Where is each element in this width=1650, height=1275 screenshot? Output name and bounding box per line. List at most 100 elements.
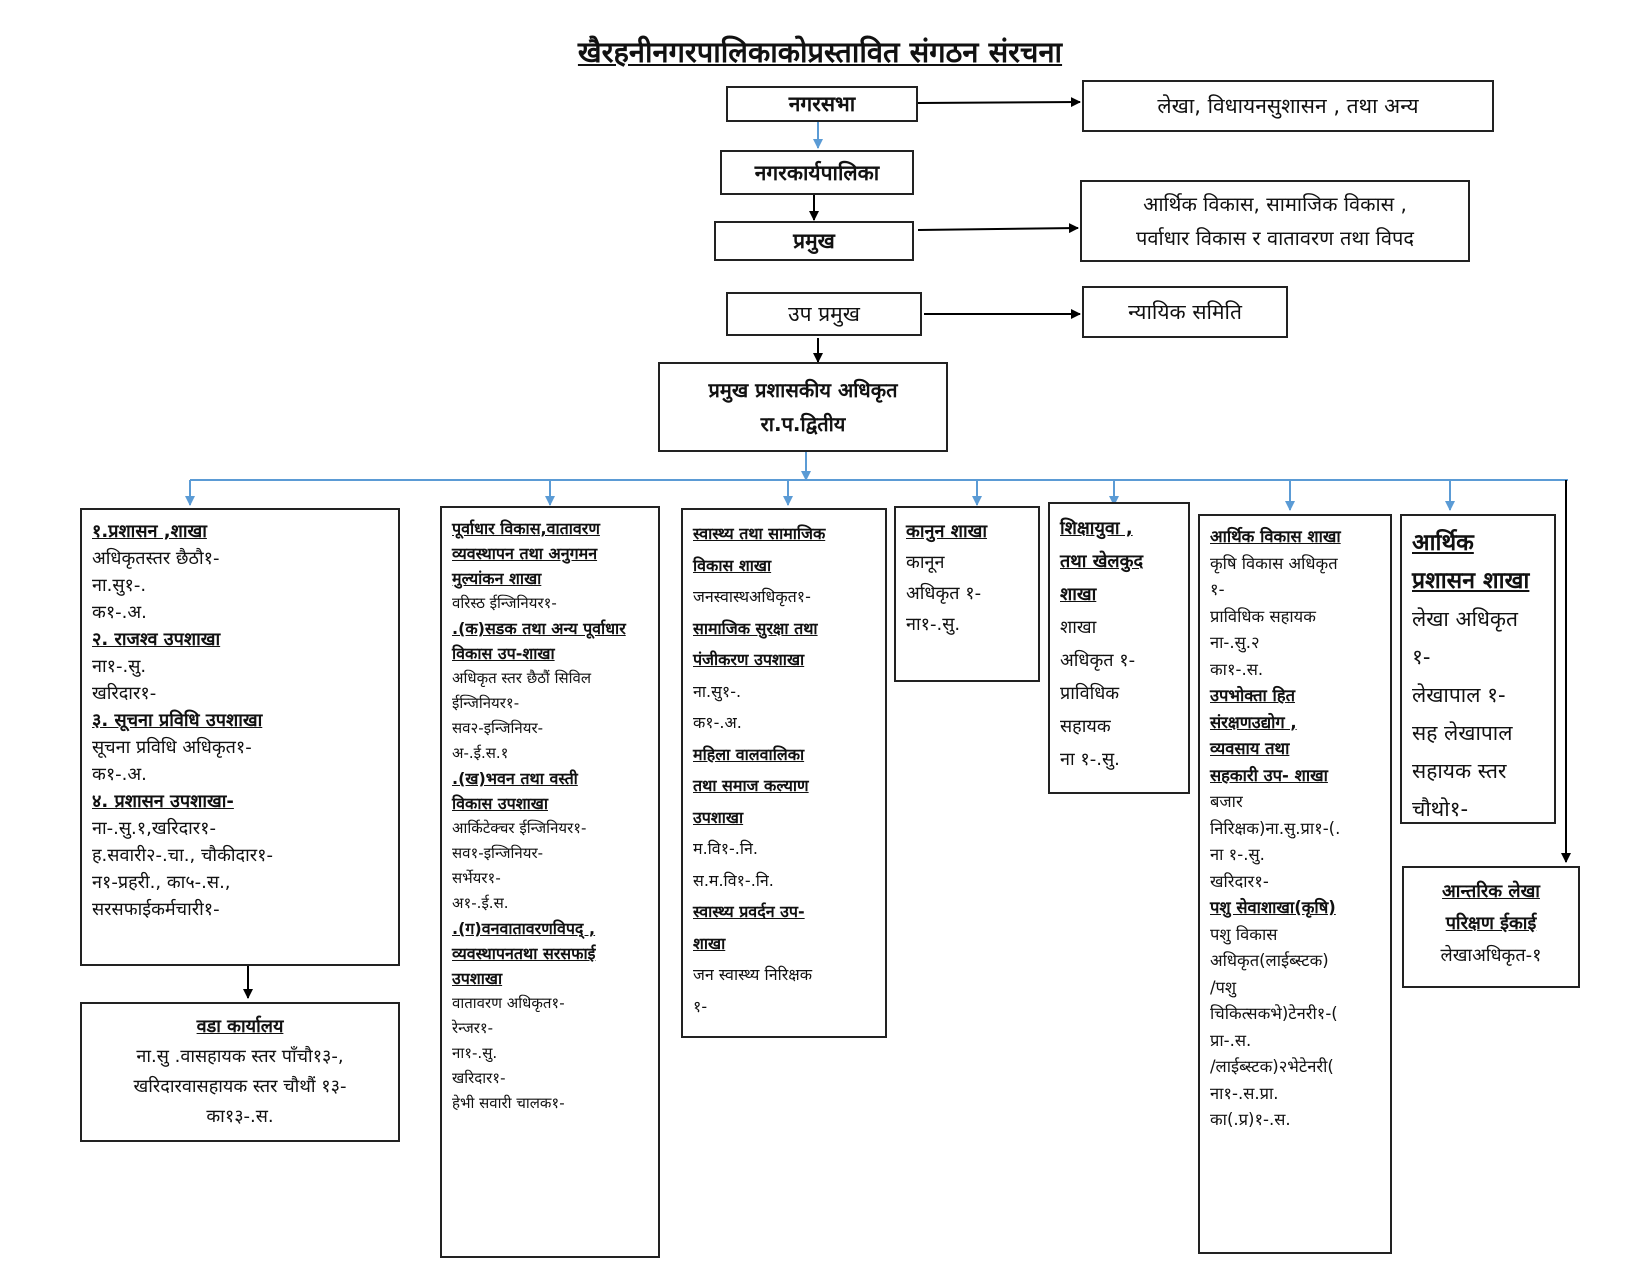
branch-line: ना.सु१-. bbox=[693, 681, 742, 701]
vikas-line-1: आर्थिक विकास, सामाजिक विकास , bbox=[1143, 192, 1407, 216]
branch-line: लेखा अधिकृत bbox=[1412, 607, 1519, 631]
branch-line: चिकित्सकभे)टेनरी१-( bbox=[1210, 1004, 1338, 1023]
branch-line: सहायक स्तर bbox=[1412, 759, 1507, 783]
branch-heading: व्यवस्थापन तथा अनुगमन bbox=[452, 544, 598, 563]
branch-line: ना.सु .वासहायक स्तर पाँचौ१३-, bbox=[136, 1046, 344, 1067]
econ-branch-box: आर्थिक विकास शाखा कृषि विकास अधिकृत १- प्रा… bbox=[1198, 514, 1392, 1254]
arrow-pramukh-vikas bbox=[917, 223, 1079, 234]
branch-line: न१-प्रहरी., का५-.स., bbox=[92, 872, 231, 893]
branch-heading: २. राजश्व उपशाखा bbox=[92, 629, 221, 650]
branch-heading: परिक्षण ईकाई bbox=[1445, 913, 1537, 934]
branch-line: म.वि१-.नि. bbox=[693, 839, 758, 858]
branch-heading: स्वास्थ्य तथा सामाजिक bbox=[693, 524, 826, 543]
branch-line: कानून bbox=[906, 552, 945, 573]
branch-line: ना१-.स.प्रा. bbox=[1210, 1083, 1279, 1103]
branch-line: जनस्वास्थअधिकृत१- bbox=[693, 587, 811, 606]
branch-line: चौथो१- bbox=[1412, 797, 1469, 821]
branch-heading: महिला वालवालिका bbox=[693, 744, 805, 764]
branch-line: लेखाअधिकृत-१ bbox=[1440, 945, 1542, 966]
branch-heading: वडा कार्यालय bbox=[196, 1016, 284, 1037]
nagarsabha-box: नगरसभा bbox=[726, 86, 918, 122]
branch-line: ईन्जिनियर१- bbox=[452, 694, 520, 712]
branch-heading: शाखा bbox=[693, 933, 726, 953]
branch-line: सूचना प्रविधि अधिकृत१- bbox=[92, 737, 252, 758]
branch-line: ना-.सु.२ bbox=[1210, 633, 1260, 652]
cao-line-2: रा.प.द्वितीय bbox=[760, 412, 846, 436]
nagarsabha-label: नगरसभा bbox=[788, 92, 856, 116]
branch-heading: विकास शाखा bbox=[693, 555, 772, 575]
branch-line: अधिकृत १- bbox=[906, 583, 982, 604]
branch-heading: .(क)सडक तथा अन्य पूर्वाधार bbox=[452, 619, 626, 638]
branch-heading: कानुन शाखा bbox=[906, 521, 988, 542]
branch-line: अधिकृत १- bbox=[1060, 650, 1136, 671]
branch-line: क१-.अ. bbox=[92, 764, 147, 785]
admin-branch-box: १.प्रशासन ,शाखा अधिकृतस्तर छैठौ१- ना.सु१-.… bbox=[80, 508, 400, 966]
branch-heading: आर्थिक विकास शाखा bbox=[1210, 527, 1341, 546]
branch-line: खरिदारवासहायक स्तर चौथौं १३- bbox=[133, 1076, 347, 1097]
branch-heading: पंजीकरण उपशाखा bbox=[693, 650, 805, 669]
branch-line: खरिदार१- bbox=[92, 683, 157, 704]
branch-line: सहायक bbox=[1060, 716, 1111, 737]
branch-line: शाखा bbox=[1060, 617, 1097, 638]
branch-heading: उपभोक्ता हित bbox=[1210, 686, 1295, 705]
branch-heading: व्यवसाय तथा bbox=[1210, 739, 1290, 758]
branch-line: हेभी सवारी चालक१- bbox=[452, 1094, 565, 1112]
branch-line: प्राविधिक सहायक bbox=[1210, 606, 1316, 626]
branch-line: रेन्जर१- bbox=[452, 1019, 494, 1037]
branch-line: ना १-.सु. bbox=[1210, 845, 1265, 864]
branch-heading: व्यवस्थापनतथा सरसफाई bbox=[452, 944, 596, 963]
branch-line: ह.सवारी२-.चा., चौकीदार१- bbox=[92, 845, 273, 866]
branch-line: आर्किटेक्चर ईन्जिनियर१- bbox=[452, 819, 587, 837]
branch-line: निरिक्षक)ना.सु.प्रा१-(. bbox=[1210, 818, 1341, 838]
branch-heading: स्वास्थ्य प्रवर्दन उप- bbox=[693, 902, 805, 921]
branch-line: ना१-.सु. bbox=[906, 614, 961, 635]
branch-line: प्राविधिक bbox=[1060, 683, 1120, 704]
branch-heading: प्रशासन शाखा bbox=[1412, 568, 1530, 594]
branch-line: सव१-इन्जिनियर- bbox=[452, 844, 544, 862]
karyapalika-label: नगरकार्यपालिका bbox=[754, 160, 880, 185]
branch-heading: विकास उपशाखा bbox=[452, 794, 548, 813]
upapramukh-label: उप प्रमुख bbox=[788, 302, 860, 326]
branch-heading: १.प्रशासन ,शाखा bbox=[92, 521, 207, 542]
branch-line: बजार bbox=[1210, 792, 1243, 811]
branch-line: क१-.अ. bbox=[92, 602, 147, 623]
pramukh-box: प्रमुख bbox=[714, 221, 914, 261]
branch-heading: तथा खेलकुद bbox=[1060, 551, 1144, 572]
branch-heading: सामाजिक सुरक्षा तथा bbox=[693, 618, 818, 638]
law-branch-box: कानुन शाखा कानून अधिकृत १- ना१-.सु. bbox=[894, 506, 1040, 682]
branch-line: ना.सु१-. bbox=[92, 575, 147, 596]
branch-line: १- bbox=[693, 996, 708, 1016]
branch-heading: सहकारी उप- शाखा bbox=[1210, 765, 1328, 785]
branch-heading: उपशाखा bbox=[693, 807, 744, 827]
branch-line: सरसफाईकर्मचारी१- bbox=[92, 899, 220, 920]
branch-line: स.म.वि१-.नि. bbox=[693, 870, 774, 890]
branch-heading: पशु सेवाशाखा(कृषि) bbox=[1210, 898, 1336, 917]
branch-line: कृषि विकास अधिकृत bbox=[1210, 553, 1338, 573]
arrow-nagarsabha-lekha bbox=[917, 97, 1081, 108]
branch-heading: .(ख)भवन तथा वस्ती bbox=[452, 769, 578, 788]
branch-line: अधिकृतस्तर छैठौ१- bbox=[92, 548, 220, 569]
branch-line: १- bbox=[1412, 645, 1431, 669]
vikas-line-2: पर्वाधार विकास र वातावरण तथा विपद bbox=[1136, 226, 1414, 250]
branch-line: ना-.सु.१,खरिदार१- bbox=[92, 818, 217, 839]
health-branch-box: स्वास्थ्य तथा सामाजिक विकास शाखा जनस्वास्थ… bbox=[681, 508, 887, 1038]
branch-line: अ-.ई.स.१ bbox=[452, 744, 509, 762]
nyayik-box: न्यायिक समिति bbox=[1082, 286, 1288, 338]
branch-line: ना१-.सु. bbox=[452, 1044, 498, 1062]
branch-line: ना१-.सु. bbox=[92, 656, 147, 677]
branch-heading: ४. प्रशासन उपशाखा- bbox=[92, 791, 234, 812]
branch-line: /लाईब्स्टक)२भेटेनरी( bbox=[1210, 1057, 1334, 1076]
branch-line: खरिदार१- bbox=[1210, 871, 1269, 891]
vikas-box: आर्थिक विकास, सामाजिक विकास , पर्वाधार व… bbox=[1080, 180, 1470, 262]
branch-heading: उपशाखा bbox=[452, 969, 503, 988]
branch-line: १- bbox=[1210, 580, 1225, 599]
nyayik-label: न्यायिक समिति bbox=[1128, 300, 1242, 324]
cao-box: प्रमुख प्रशासकीय अधिकृत रा.प.द्वितीय bbox=[658, 362, 948, 452]
branch-heading: शिक्षायुवा , bbox=[1060, 518, 1133, 539]
page-title: खैरहनीनगरपालिकाकोप्रस्तावित संगठन संरचना bbox=[577, 35, 1063, 69]
cao-line-1: प्रमुख प्रशासकीय अधिकृत bbox=[708, 378, 898, 402]
